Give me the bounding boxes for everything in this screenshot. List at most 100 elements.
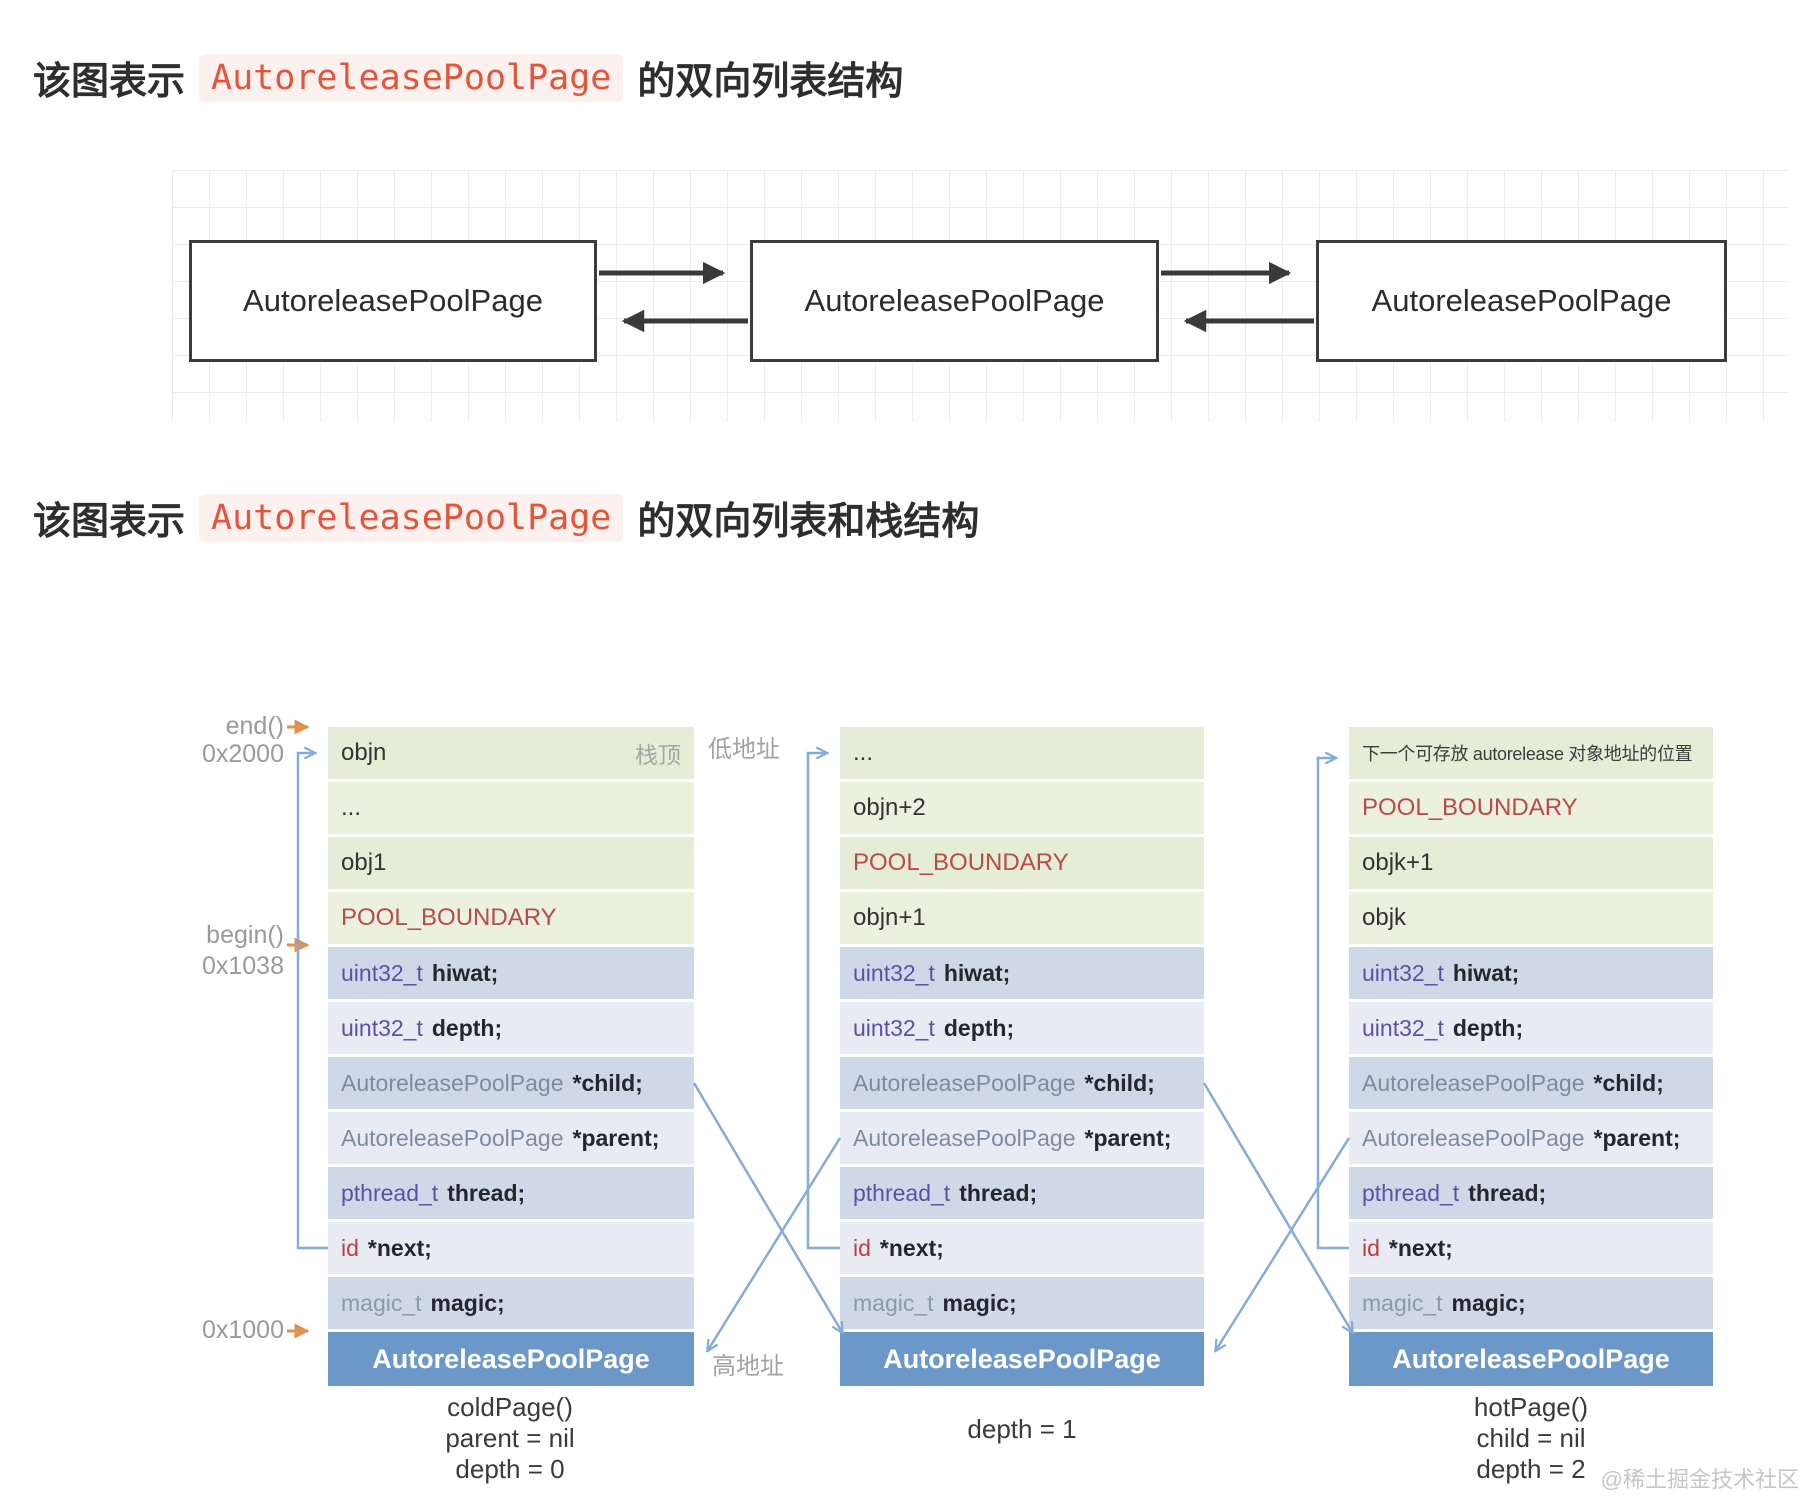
cell-text: POOL_BOUNDARY — [341, 904, 557, 931]
watermark: @稀土掘金技术社区 — [1600, 1467, 1799, 1492]
cell-text: objk+1 — [1362, 849, 1434, 876]
field-type: pthread_t — [853, 1179, 951, 1206]
field-name: hiwat; — [943, 959, 1011, 986]
row-field-depth: uint32_t depth; — [328, 1002, 694, 1054]
caption-line: hotPage() — [1473, 1392, 1589, 1422]
caption-middle-page: depth = 1 — [847, 1414, 1197, 1445]
field-type: uint32_t — [853, 1014, 935, 1041]
stack-header-bar: AutoreleasePoolPage — [1349, 1332, 1713, 1386]
begin-address-label: 0x1038 — [201, 952, 284, 980]
field-name: *parent; — [1593, 1124, 1681, 1151]
parent-arrow-hot-to-middle — [1216, 1137, 1351, 1350]
field-name: *child; — [1593, 1069, 1664, 1096]
field-name: *parent; — [1084, 1124, 1172, 1151]
field-type: AutoreleasePoolPage — [1362, 1124, 1585, 1151]
next-elbow-hotpage — [1316, 758, 1349, 1250]
caption-line: coldPage() — [447, 1392, 573, 1422]
field-type: uint32_t — [1362, 1014, 1444, 1041]
pool-page-node-2: AutoreleasePoolPage — [750, 240, 1159, 362]
parent-arrow-middle-to-cold — [708, 1137, 842, 1350]
field-type: pthread_t — [1362, 1179, 1460, 1206]
cell-text: objk — [1362, 904, 1407, 931]
base-address-label: 0x1000 — [201, 1316, 284, 1344]
next-elbow-middle-page — [806, 753, 840, 1250]
cell-text: 下一个可存放 autorelease 对象地址的位置 — [1362, 744, 1693, 764]
field-name: depth; — [431, 1014, 503, 1041]
row-field-thread: pthread_t thread; — [840, 1167, 1204, 1219]
row-objn1: objn+1 — [840, 892, 1204, 944]
pool-page-node-1: AutoreleasePoolPage — [189, 240, 597, 362]
field-name: thread; — [1468, 1179, 1547, 1206]
field-type: uint32_t — [341, 1014, 423, 1041]
field-name: magic; — [942, 1289, 1017, 1316]
field-type: id — [853, 1234, 871, 1261]
field-type: magic_t — [1362, 1289, 1443, 1316]
child-arrow-cold-to-middle — [692, 1082, 842, 1332]
stack-middle-page: ... objn+2 POOL_BOUNDARY objn+1 uint32_t… — [840, 727, 1204, 1386]
field-type: magic_t — [341, 1289, 422, 1316]
cell-text: obj1 — [341, 849, 387, 876]
stack-header-bar: AutoreleasePoolPage — [840, 1332, 1204, 1386]
cell-text: objn+2 — [853, 794, 926, 821]
title-prefix: 该图表示 — [33, 501, 186, 543]
row-objk1: objk+1 — [1349, 837, 1713, 889]
caption-line: depth = 0 — [455, 1454, 565, 1484]
cell-text: POOL_BOUNDARY — [1362, 794, 1578, 821]
row-objn: objn 栈顶 — [328, 727, 694, 779]
row-field-parent: AutoreleasePoolPage *parent; — [1349, 1112, 1713, 1164]
field-name: *parent; — [572, 1124, 660, 1151]
row-pool-boundary: POOL_BOUNDARY — [328, 892, 694, 944]
title-suffix: 的双向列表和栈结构 — [637, 501, 980, 543]
title-prefix: 该图表示 — [33, 61, 186, 103]
row-field-child: AutoreleasePoolPage*child; — [1349, 1057, 1713, 1109]
field-name: hiwat; — [1452, 959, 1520, 986]
row-objn2: objn+2 — [840, 782, 1204, 834]
field-type: AutoreleasePoolPage — [853, 1069, 1076, 1096]
field-name: *next; — [879, 1234, 944, 1261]
inline-code-chip: AutoreleasePoolPage — [199, 53, 624, 102]
row-next-slot-hint: 下一个可存放 autorelease 对象地址的位置 — [1349, 727, 1713, 779]
field-name: depth; — [1452, 1014, 1524, 1041]
cell-text: POOL_BOUNDARY — [853, 849, 1069, 876]
row-field-next: id*next; — [1349, 1222, 1713, 1274]
caption-line: depth = 2 — [1476, 1454, 1586, 1484]
caption-coldpage: coldPage() parent = nil depth = 0 — [335, 1392, 685, 1485]
cell-text: objn — [341, 739, 387, 766]
stack-header-bar: AutoreleasePoolPage — [328, 1332, 694, 1386]
caption-line: child = nil — [1476, 1423, 1586, 1453]
high-address-label: 高地址 — [712, 1353, 784, 1380]
row-field-next: id*next; — [328, 1222, 694, 1274]
end-address-label: 0x2000 — [201, 740, 284, 768]
child-arrow-middle-to-hot — [1202, 1082, 1352, 1332]
pool-page-node-3: AutoreleasePoolPage — [1316, 240, 1727, 362]
row-field-thread: pthread_t thread; — [1349, 1167, 1713, 1219]
field-name: hiwat; — [431, 959, 499, 986]
row-pool-boundary: POOL_BOUNDARY — [1349, 782, 1713, 834]
section-title-stack-structure: 该图表示 AutoreleasePoolPage 的双向列表和栈结构 — [33, 490, 979, 545]
row-pool-boundary: POOL_BOUNDARY — [840, 837, 1204, 889]
end-function-label: end() — [225, 712, 284, 740]
row-field-parent: AutoreleasePoolPage*parent; — [328, 1112, 694, 1164]
caption-hotpage: hotPage() child = nil depth = 2 — [1356, 1392, 1706, 1485]
stack-top-label: 栈顶 — [635, 742, 681, 768]
caption-line: depth = 1 — [967, 1414, 1077, 1444]
field-name: thread; — [959, 1179, 1038, 1206]
field-type: id — [341, 1234, 359, 1261]
next-elbow-coldpage — [296, 753, 328, 1250]
row-obj1: obj1 — [328, 837, 694, 889]
row-ellipsis: ... — [328, 782, 694, 834]
inline-code-chip: AutoreleasePoolPage — [199, 493, 624, 542]
stack-hotpage: 下一个可存放 autorelease 对象地址的位置 POOL_BOUNDARY… — [1349, 727, 1713, 1386]
cell-text: ... — [853, 739, 874, 766]
title-suffix: 的双向列表结构 — [637, 61, 904, 103]
